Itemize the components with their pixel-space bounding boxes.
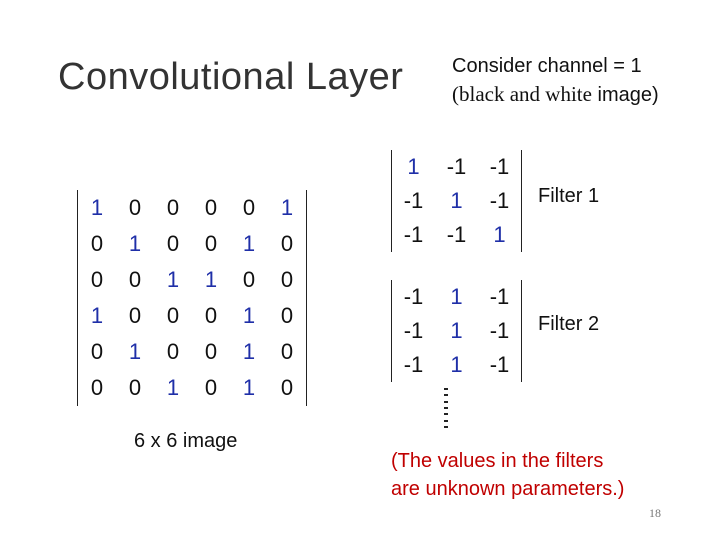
image-cell: 0	[90, 231, 104, 256]
image-cell: 0	[128, 303, 142, 328]
filter1-cell: -1	[446, 154, 467, 179]
image-cell: 1	[166, 267, 180, 292]
filter2-cell: -1	[489, 318, 510, 343]
filter1-cell: -1	[403, 222, 424, 247]
filter2-label: Filter 2	[538, 313, 600, 335]
filter2-matrix: -1 1 -1 -1 1 -1 -1 1 -1	[391, 280, 522, 382]
filter2-cell: 1	[450, 318, 463, 343]
image-cell: 1	[242, 375, 256, 400]
channel-note-rest: image)	[591, 84, 659, 106]
image-cell: 0	[242, 267, 256, 292]
image-cell: 0	[242, 195, 256, 220]
image-cell: 0	[280, 339, 294, 364]
filter1-cell: -1	[489, 154, 510, 179]
image-cell: 1	[242, 339, 256, 364]
image-cell: 1	[280, 195, 294, 220]
image-cell: 0	[204, 375, 218, 400]
image-cell: 1	[90, 195, 104, 220]
image-cell: 0	[280, 267, 294, 292]
image-cell: 1	[128, 339, 142, 364]
image-cell: 0	[280, 231, 294, 256]
filter1-cell: -1	[403, 188, 424, 213]
filter1-cell: 1	[493, 222, 506, 247]
filter2-cell: -1	[489, 284, 510, 309]
filter2-cell: 1	[450, 284, 463, 309]
image-cell: 1	[128, 231, 142, 256]
image-cell: 0	[280, 375, 294, 400]
image-cell: 0	[90, 267, 104, 292]
image-cell: 0	[128, 195, 142, 220]
filter1-matrix: 1 -1 -1 -1 1 -1 -1 -1 1	[391, 150, 522, 252]
image-cell: 0	[128, 267, 142, 292]
image-cell: 0	[204, 231, 218, 256]
filter1-cell: -1	[446, 222, 467, 247]
image-cell: 0	[166, 339, 180, 364]
slide-title: Convolutional Layer	[58, 56, 404, 98]
channel-note-line2: (black and white image)	[452, 82, 659, 107]
channel-note-line1: Consider channel = 1	[452, 55, 642, 77]
image-cell: 0	[166, 231, 180, 256]
image-cell: 1	[242, 303, 256, 328]
image-cell: 0	[166, 195, 180, 220]
image-cell: 1	[90, 303, 104, 328]
note-line1: (The values in the filters	[391, 450, 604, 472]
image-caption: 6 x 6 image	[134, 430, 238, 452]
image-cell: 0	[166, 303, 180, 328]
channel-note-serif-part: (black and white	[452, 82, 592, 106]
image-cell: 0	[128, 375, 142, 400]
filter1-cell: -1	[489, 188, 510, 213]
filter2-cell: -1	[403, 352, 424, 377]
filter1-cell: 1	[407, 154, 420, 179]
image-cell: 0	[204, 339, 218, 364]
filter2-cell: -1	[403, 318, 424, 343]
more-filters-ellipsis	[444, 388, 450, 428]
image-cell: 0	[280, 303, 294, 328]
image-cell: 0	[204, 195, 218, 220]
image-cell: 0	[90, 339, 104, 364]
image-cell: 0	[90, 375, 104, 400]
image-cell: 1	[166, 375, 180, 400]
filter2-cell: -1	[489, 352, 510, 377]
filter1-label: Filter 1	[538, 185, 600, 207]
image-cell: 1	[242, 231, 256, 256]
filter2-cell: 1	[450, 352, 463, 377]
filter2-cell: -1	[403, 284, 424, 309]
filter1-cell: 1	[450, 188, 463, 213]
note-line2: are unknown parameters.)	[391, 478, 625, 500]
image-cell: 1	[204, 267, 218, 292]
image-cell: 0	[204, 303, 218, 328]
page-number: 18	[649, 506, 661, 520]
